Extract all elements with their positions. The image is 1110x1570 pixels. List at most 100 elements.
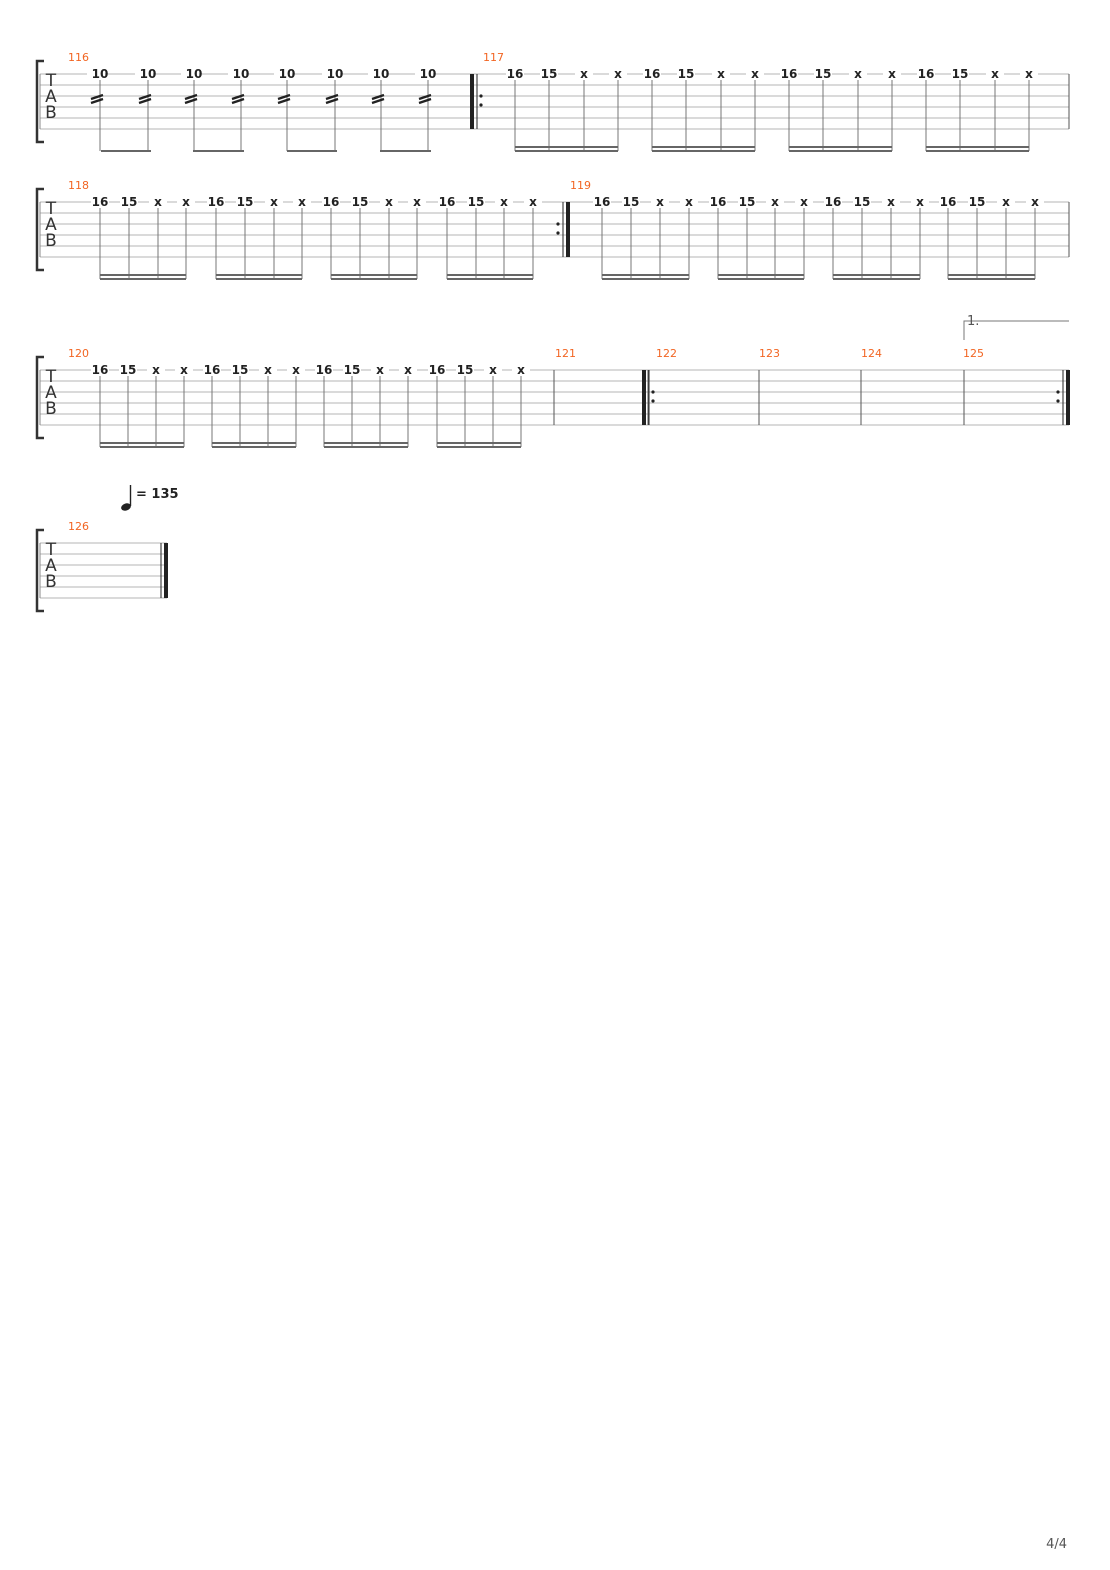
fret-number: 16 (710, 195, 727, 209)
fret-bg (1026, 195, 1044, 208)
tremolo-mark (138, 93, 152, 101)
fret-bg (709, 195, 727, 208)
tab-clef-letter: A (45, 87, 57, 107)
repeat-dot (1056, 399, 1060, 403)
fret-number: x (854, 67, 862, 81)
fret-bg (540, 67, 558, 80)
tremolo-mark (277, 97, 291, 105)
fret-bg (593, 195, 611, 208)
tremolo-mark (325, 97, 339, 105)
fret-number: 15 (541, 67, 558, 81)
measure-number: 124 (861, 347, 882, 360)
fret-number: x (413, 195, 421, 209)
fret-bg (824, 195, 842, 208)
fret-number: x (264, 363, 272, 377)
repeat-end-thick (566, 202, 570, 257)
fret-bg (766, 195, 784, 208)
fret-number: x (489, 363, 497, 377)
fret-number: x (991, 67, 999, 81)
measure-number: 117 (483, 51, 504, 64)
system-bracket (35, 355, 44, 440)
fret-bg (91, 363, 109, 376)
fret-number: 15 (121, 195, 138, 209)
fret-bg (651, 195, 669, 208)
tab-clef-letter: B (45, 572, 57, 592)
fret-number: x (771, 195, 779, 209)
tremolo-mark (231, 93, 245, 101)
page-number: 4/4 (1046, 1537, 1067, 1552)
fret-bg (643, 67, 661, 80)
repeat-dot (651, 399, 655, 403)
measure-number: 125 (963, 347, 984, 360)
repeat-dot (651, 390, 655, 394)
final-barline-thick (164, 543, 168, 598)
fret-bg (456, 363, 474, 376)
fret-bg (853, 195, 871, 208)
tremolo-mark (277, 93, 291, 101)
fret-number: 16 (507, 67, 524, 81)
fret-number: 10 (327, 67, 344, 81)
tremolo-mark (138, 97, 152, 105)
fret-number: x (916, 195, 924, 209)
fret-bg (677, 67, 695, 80)
tremolo-mark (90, 93, 104, 101)
volta-bracket (963, 320, 1069, 340)
fret-bg (343, 363, 361, 376)
fret-number: x (656, 195, 664, 209)
tab-clef-letter: T (45, 540, 57, 560)
fret-bg (147, 363, 165, 376)
fret-number: 15 (457, 363, 474, 377)
repeat-start-thick (470, 74, 474, 129)
fret-bg (795, 195, 813, 208)
measure-number: 122 (656, 347, 677, 360)
fret-bg (438, 195, 456, 208)
fret-bg (120, 195, 138, 208)
fret-number: x (751, 67, 759, 81)
system-bracket (35, 528, 44, 613)
fret-number: 16 (439, 195, 456, 209)
fret-bg (968, 195, 986, 208)
fret-number: x (1025, 67, 1033, 81)
tremolo-mark (90, 97, 104, 105)
measure-number: 123 (759, 347, 780, 360)
fret-bg (149, 195, 167, 208)
fret-number: 15 (344, 363, 361, 377)
tab-clef-letter: T (45, 71, 57, 91)
fret-number: x (717, 67, 725, 81)
fret-bg (780, 67, 798, 80)
fret-bg (814, 67, 832, 80)
fret-bg (506, 67, 524, 80)
fret-bg (738, 195, 756, 208)
fret-number: 10 (92, 67, 109, 81)
fret-number: 16 (323, 195, 340, 209)
tab-clef-letter: B (45, 399, 57, 419)
fret-bg (1020, 67, 1038, 80)
fret-number: x (580, 67, 588, 81)
fret-bg (265, 195, 283, 208)
fret-number: 16 (825, 195, 842, 209)
fret-bg (380, 195, 398, 208)
tab-clef-letter: T (45, 367, 57, 387)
fret-bg (87, 67, 105, 80)
fret-bg (524, 195, 542, 208)
repeat-dot (556, 222, 560, 226)
tremolo-mark (371, 93, 385, 101)
tremolo-mark (418, 93, 432, 101)
tremolo-mark (418, 97, 432, 105)
fret-bg (849, 67, 867, 80)
fret-bg (228, 67, 246, 80)
fret-number: 15 (815, 67, 832, 81)
fret-bg (609, 67, 627, 80)
tab-clef-letter: A (45, 383, 57, 403)
fret-number: x (685, 195, 693, 209)
tab-clef-letter: A (45, 215, 57, 235)
fret-number: x (292, 363, 300, 377)
fret-number: x (614, 67, 622, 81)
fret-bg (351, 195, 369, 208)
fret-number: x (152, 363, 160, 377)
fret-bg (986, 67, 1004, 80)
system-bracket (35, 59, 44, 144)
fret-bg (399, 363, 417, 376)
fret-number: 16 (918, 67, 935, 81)
fret-bg (181, 67, 199, 80)
